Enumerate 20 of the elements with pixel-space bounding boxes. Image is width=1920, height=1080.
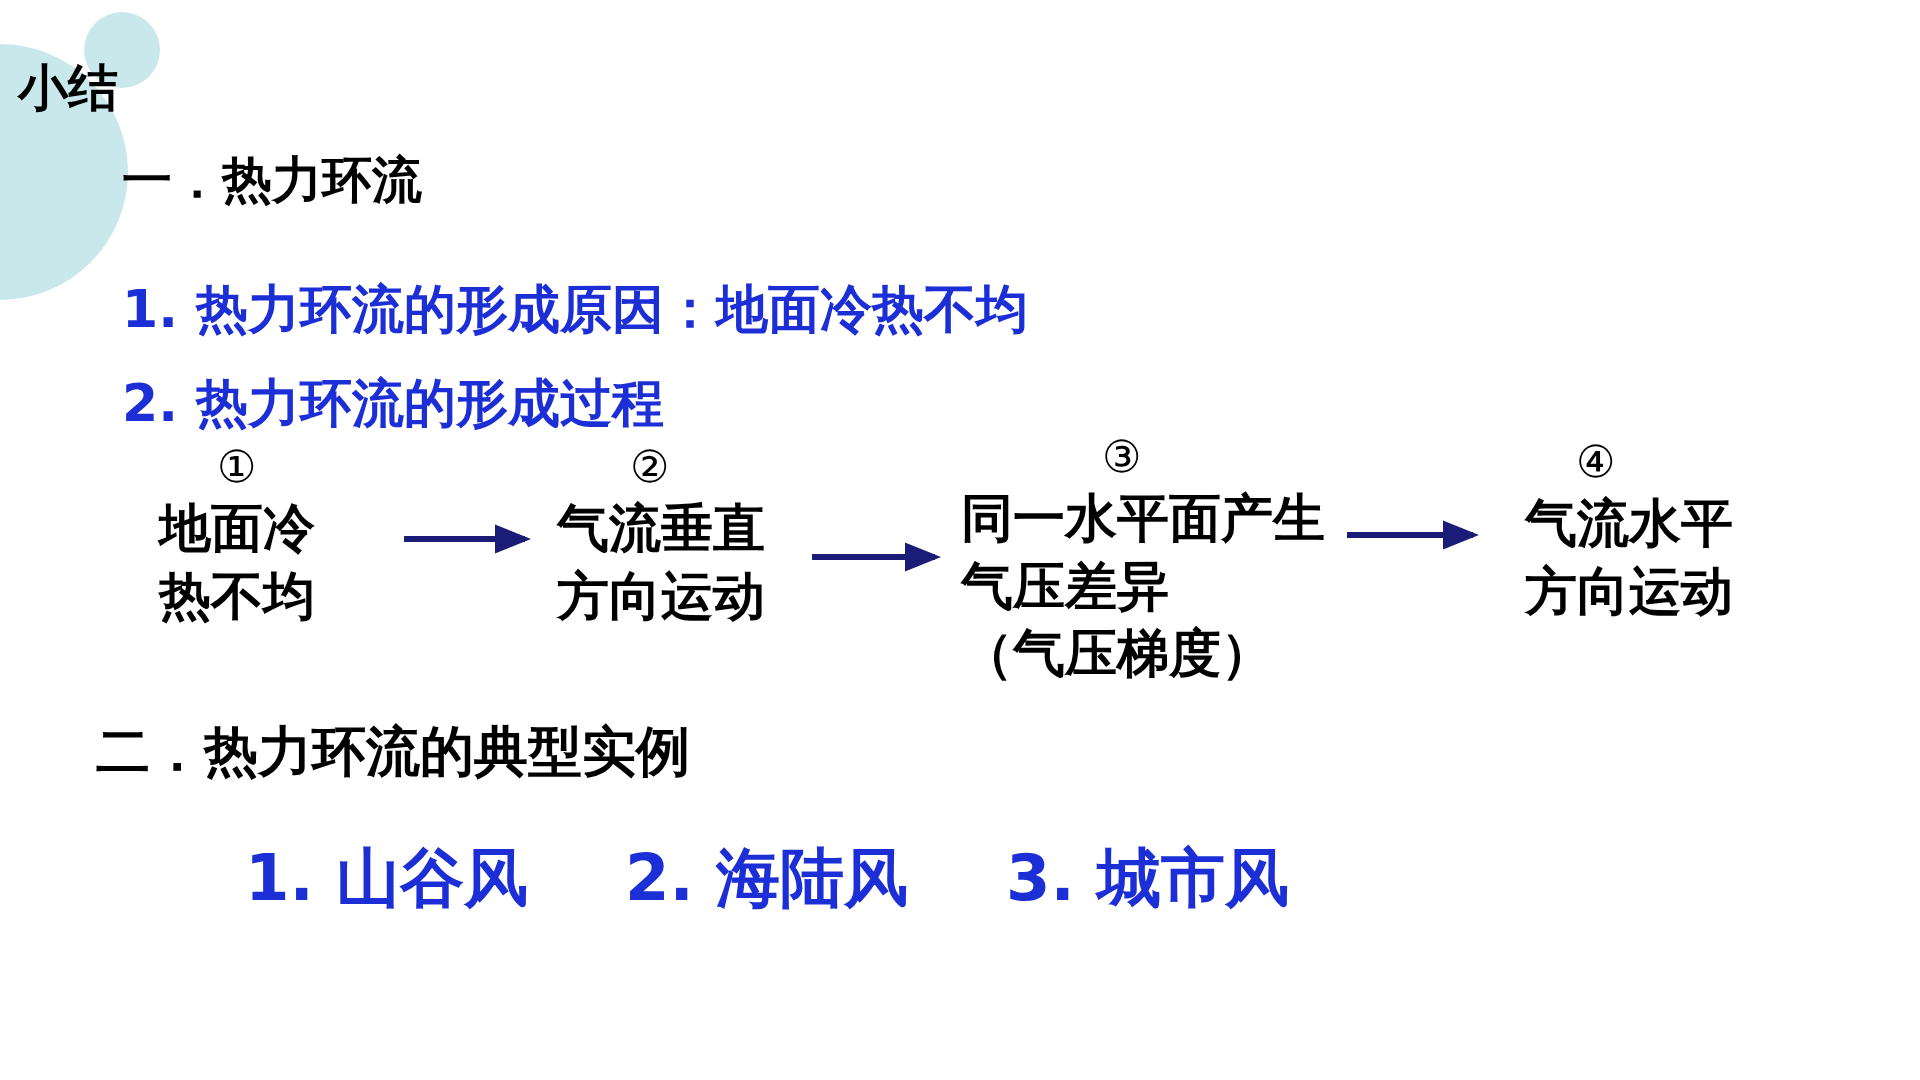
- step-number: ①: [217, 445, 257, 489]
- step-number: ④: [1576, 440, 1616, 484]
- arrow: [1347, 520, 1479, 550]
- arrow: [812, 542, 941, 572]
- step-text: 地面冷热不均: [159, 497, 316, 628]
- example-item: 2. 海陆风: [625, 840, 909, 917]
- section-heading: 一．热力环流: [122, 150, 422, 210]
- example-item: 1. 山谷风: [245, 840, 529, 917]
- arrow: [404, 524, 531, 554]
- step-number: ③: [1102, 435, 1142, 479]
- subheading: 1. 热力环流的形成原因：地面冷热不均: [122, 278, 1029, 341]
- step-text: 气流垂直方向运动: [557, 497, 766, 628]
- section-heading: 二．热力环流的典型实例: [96, 720, 690, 785]
- step-number: ②: [630, 445, 670, 489]
- step-text: （气压梯度）: [961, 622, 1274, 686]
- example-item: 3. 城市风: [1006, 840, 1290, 917]
- title: 小结: [18, 58, 118, 118]
- step-text: 同一水平面产生气压差异: [961, 487, 1326, 618]
- subheading: 2. 热力环流的形成过程: [122, 372, 665, 435]
- step-text: 气流水平方向运动: [1525, 492, 1734, 623]
